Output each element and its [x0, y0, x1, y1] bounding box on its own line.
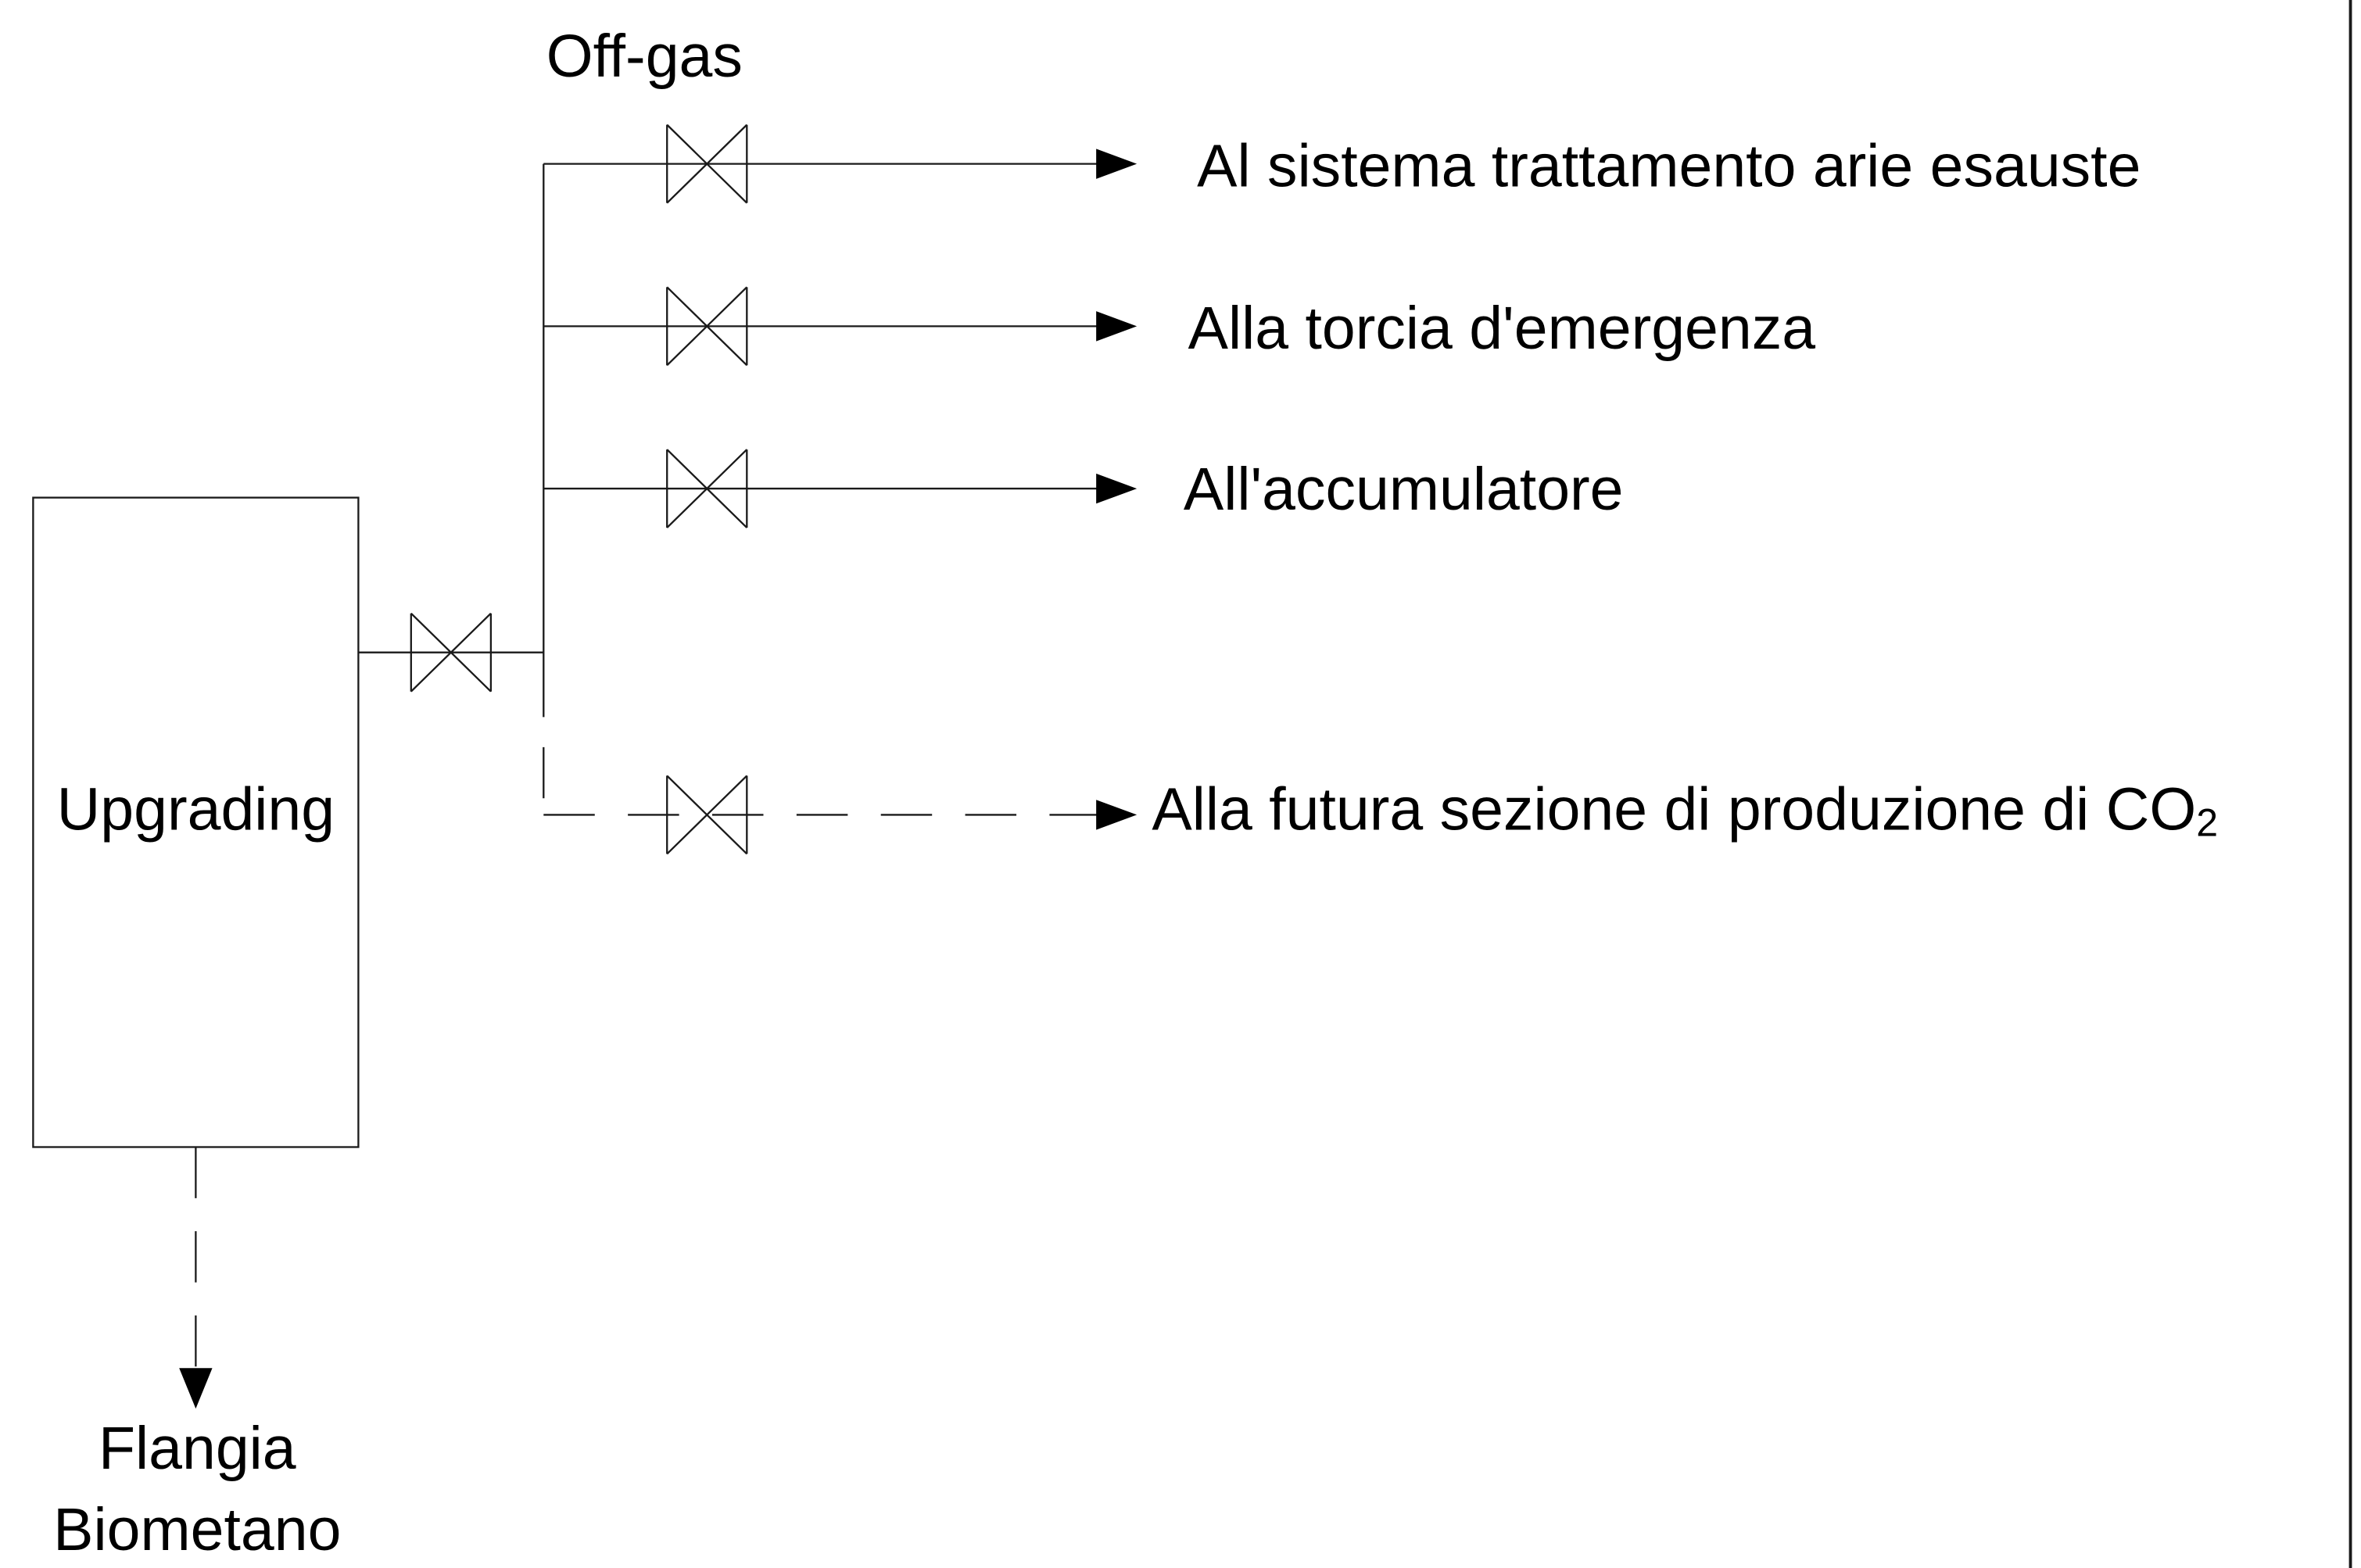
- valve-icon: [666, 286, 748, 367]
- biomethane-outlet: Flangia Biometano: [53, 1147, 341, 1563]
- valve-icon: [666, 775, 748, 855]
- upgrading-unit-label: Upgrading: [57, 776, 335, 843]
- unit-outlet-line: [358, 612, 544, 693]
- arrow-right-icon: [1096, 800, 1138, 830]
- branch-label-main: Alla futura sezione di produzione di CO: [1152, 776, 2196, 843]
- branch-accumulator: All'accumulatore: [543, 449, 1624, 528]
- valve-icon: [666, 449, 748, 528]
- arrow-right-icon: [1096, 149, 1138, 179]
- upgrading-unit: Upgrading: [32, 496, 360, 1148]
- arrow-right-icon: [1096, 311, 1138, 342]
- valve-icon: [666, 124, 748, 204]
- arrow-right-icon: [1096, 473, 1138, 504]
- unit-outlet-valve-icon: [410, 612, 493, 693]
- branch-label: Al sistema trattamento arie esauste: [1197, 133, 2141, 200]
- branch-exhaust-treatment: Al sistema trattamento arie esauste: [543, 124, 2141, 204]
- branch-emergency-flare: Alla torcia d'emergenza: [543, 286, 1816, 367]
- branch-label-subscript: 2: [2196, 800, 2218, 844]
- branch-future-co2: Alla futura sezione di produzione di CO2: [543, 746, 2218, 855]
- product-label-line1: Flangia: [99, 1415, 296, 1482]
- branch-label: All'accumulatore: [1184, 456, 1624, 523]
- branch-label: Alla torcia d'emergenza: [1188, 295, 1816, 362]
- product-label-line2: Biometano: [53, 1496, 341, 1563]
- off-gas-label: Off-gas: [546, 23, 743, 90]
- branch-label: Alla futura sezione di produzione di CO2: [1152, 776, 2218, 845]
- arrow-down-icon: [179, 1368, 213, 1409]
